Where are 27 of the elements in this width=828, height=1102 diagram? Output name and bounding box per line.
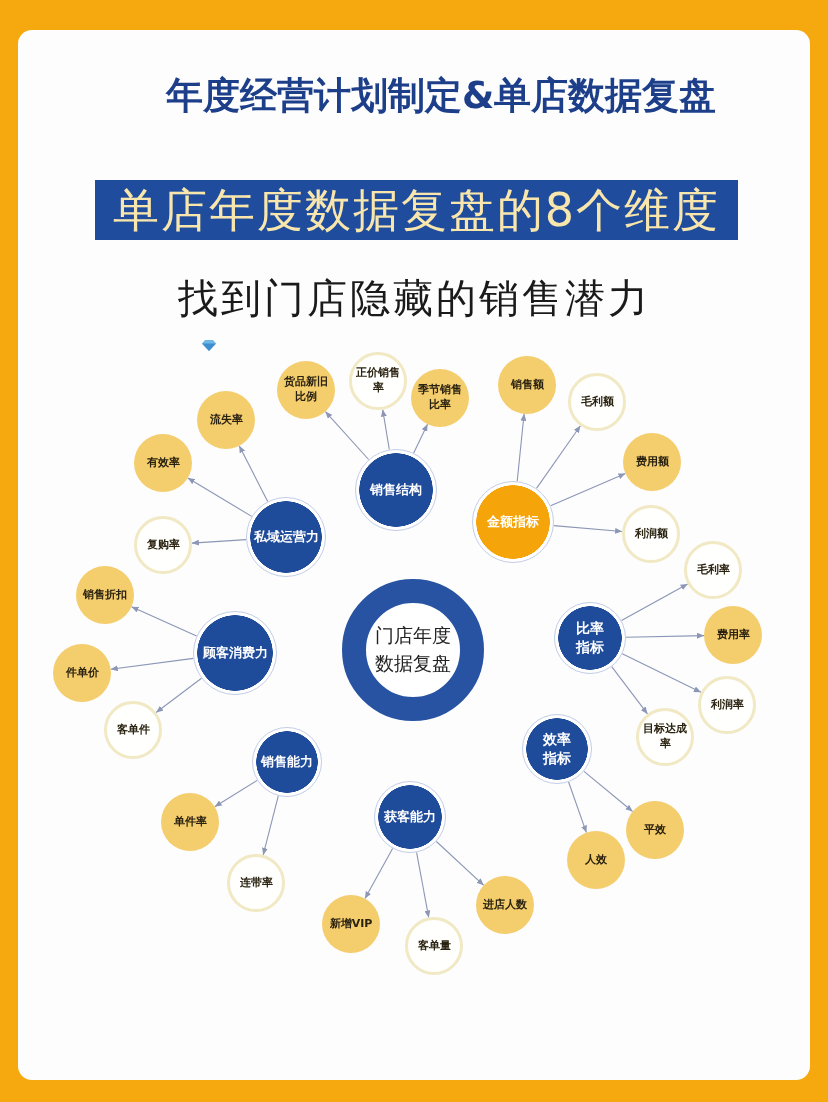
- arrow: [191, 539, 247, 546]
- arrow: [516, 413, 527, 482]
- arrow: [364, 847, 394, 900]
- arrow: [413, 423, 429, 454]
- arrow: [553, 525, 623, 534]
- arrow: [620, 583, 689, 622]
- arrow: [435, 840, 485, 886]
- arrow: [568, 781, 587, 834]
- arrow: [155, 677, 203, 714]
- title-banner: 单店年度数据复盘的8个维度: [95, 180, 738, 240]
- arrow: [262, 795, 279, 856]
- page-title: 年度经营计划制定&单店数据复盘: [166, 73, 717, 119]
- arrow: [611, 666, 649, 715]
- arrow: [583, 770, 634, 813]
- arrow: [550, 472, 626, 507]
- subtitle: 找到门店隐藏的销售潜力: [177, 274, 651, 323]
- arrow: [238, 445, 269, 502]
- arrow: [621, 653, 702, 693]
- arrow: [380, 409, 390, 451]
- arrow: [110, 657, 194, 672]
- arrow: [416, 851, 431, 919]
- arrow: [130, 606, 198, 637]
- arrow: [324, 411, 370, 461]
- arrow: [535, 425, 581, 489]
- arrow: [187, 477, 253, 517]
- arrow: [214, 779, 258, 808]
- arrow: [625, 632, 705, 639]
